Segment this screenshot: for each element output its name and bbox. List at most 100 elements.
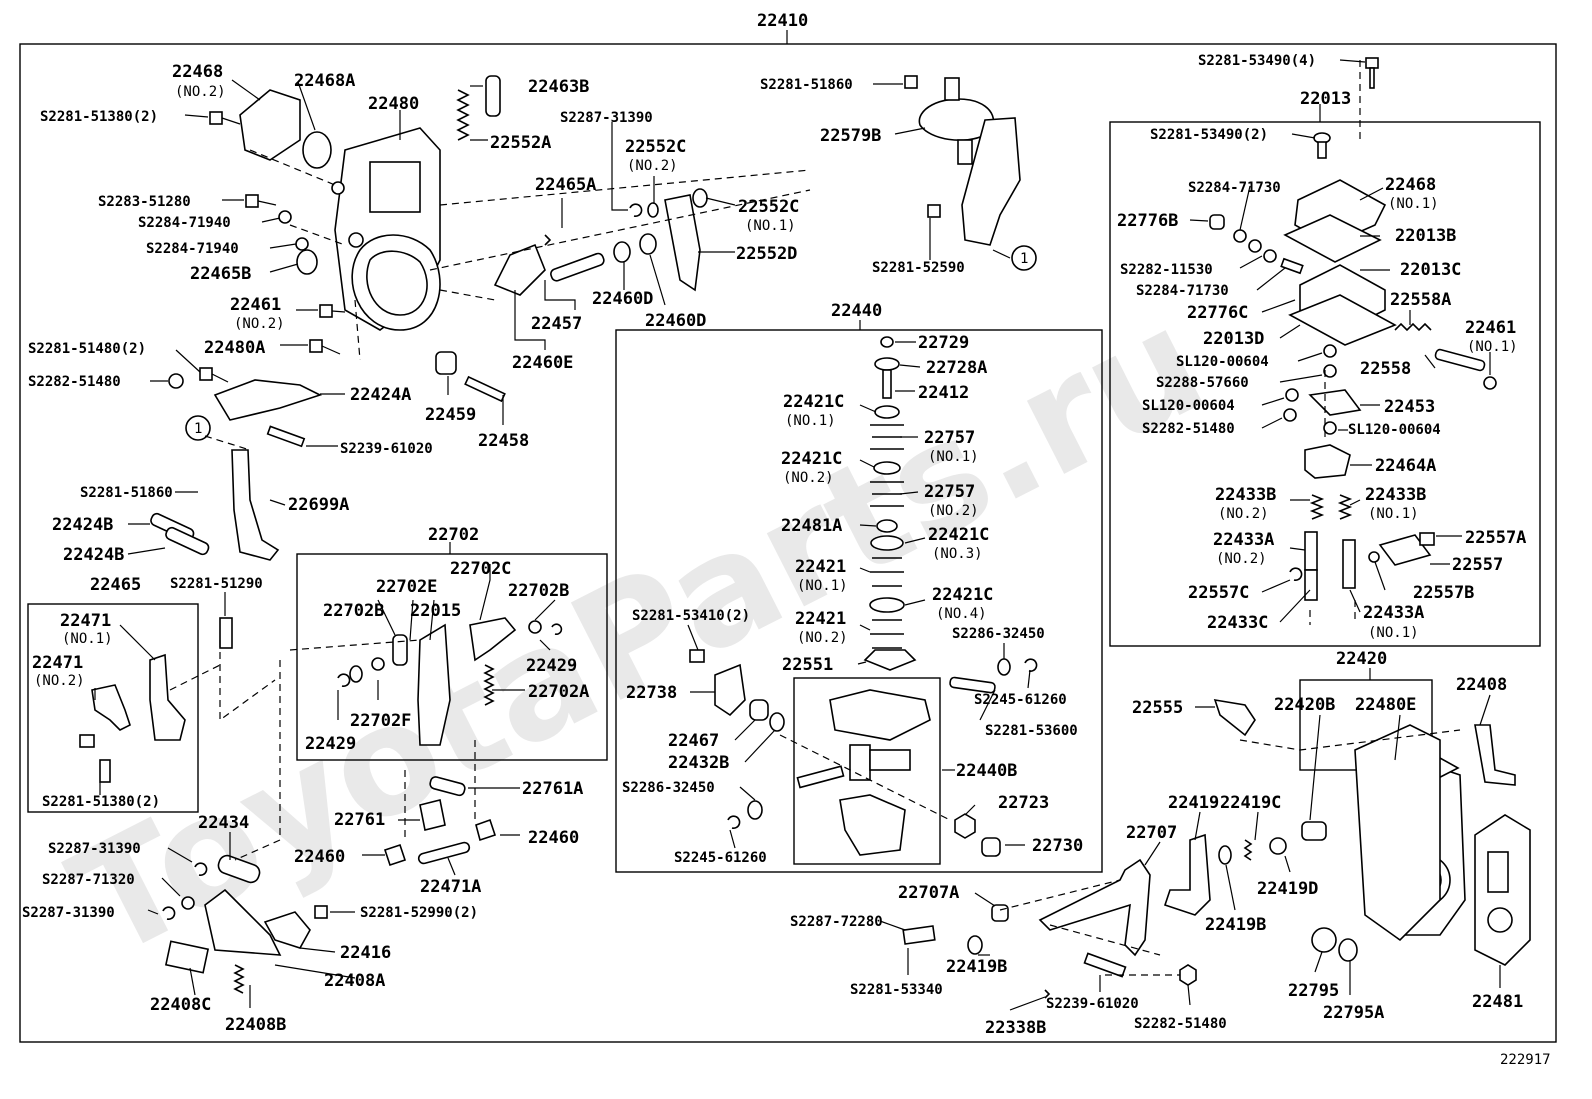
frame-22702 xyxy=(296,553,608,761)
label-22433B-no2-note: (NO.2) xyxy=(1218,506,1269,522)
label-22419C: 22419C xyxy=(1220,793,1281,813)
label-S2286-32450-b: S2286-32450 xyxy=(622,780,715,796)
label-22702F: 22702F xyxy=(350,711,411,731)
label-S2282-51480-a: S2282-51480 xyxy=(28,374,121,390)
label-22468-no2: 22468 xyxy=(172,62,223,82)
label-S2287-31390-c: S2287-31390 xyxy=(22,905,115,921)
label-22702B-a: 22702B xyxy=(508,581,569,601)
label-SL120-00604-b: SL120-00604 xyxy=(1142,398,1235,414)
label-22471-no1-note: (NO.1) xyxy=(62,631,113,647)
label-22424B-a: 22424B xyxy=(52,515,113,535)
label-22408C: 22408C xyxy=(150,995,211,1015)
label-22421-no2: 22421 xyxy=(795,609,846,629)
label-22424A: 22424A xyxy=(350,385,411,405)
label-22468-no1: 22468 xyxy=(1385,175,1436,195)
gasket-22480E xyxy=(1354,724,1441,942)
label-22419: 22419 xyxy=(1168,793,1219,813)
label-22467: 22467 xyxy=(668,731,719,751)
leader-lines xyxy=(94,59,1501,1011)
cam-22738 xyxy=(714,663,746,717)
label-22579B: 22579B xyxy=(820,126,881,146)
label-22420B: 22420B xyxy=(1274,695,1335,715)
label-S2281-52590: S2281-52590 xyxy=(872,260,965,276)
label-S2281-53600: S2281-53600 xyxy=(985,723,1078,739)
lever-22699A xyxy=(231,449,280,561)
label-22465A: 22465A xyxy=(535,175,596,195)
label-22776B: 22776B xyxy=(1117,211,1178,231)
label-22461-no1: 22461 xyxy=(1465,318,1516,338)
spring-22558A xyxy=(1394,322,1432,332)
label-22729: 22729 xyxy=(918,333,969,353)
label-22761: 22761 xyxy=(334,810,385,830)
label-22434: 22434 xyxy=(198,813,249,833)
label-22458: 22458 xyxy=(478,431,529,451)
label-22013B: 22013B xyxy=(1395,226,1456,246)
lever-22471-no1 xyxy=(149,653,186,741)
label-S2281-51860-a: S2281-51860 xyxy=(760,77,853,93)
plate-22419 xyxy=(1163,833,1211,916)
label-22419B-a: 22419B xyxy=(1205,915,1266,935)
gasket-22013D xyxy=(1288,294,1397,346)
pin-s2281-53600 xyxy=(949,676,996,694)
label-22408A: 22408A xyxy=(324,971,385,991)
label-22412: 22412 xyxy=(918,383,969,403)
label-22013C: 22013C xyxy=(1400,260,1461,280)
lever-22471-no2 xyxy=(91,684,131,731)
label-22433A-no1-note: (NO.1) xyxy=(1368,625,1419,641)
label-22723: 22723 xyxy=(998,793,1049,813)
label-22552C-no2: 22552C xyxy=(625,137,686,157)
plate-22552D xyxy=(664,194,701,292)
label-22557C: 22557C xyxy=(1188,583,1249,603)
label-S2281-52990-2: S2281-52990(2) xyxy=(360,905,478,921)
label-22416: 22416 xyxy=(340,943,391,963)
spring-stack-22440 xyxy=(863,336,917,671)
alignment-lines xyxy=(169,60,1461,976)
label-22557: 22557 xyxy=(1452,555,1503,575)
bracket-22408 xyxy=(1474,724,1516,786)
label-22702B-b: 22702B xyxy=(323,601,384,621)
label-22432B: 22432B xyxy=(668,753,729,773)
spring-22408B xyxy=(233,964,245,994)
label-22702: 22702 xyxy=(428,525,479,545)
shaft-22471A xyxy=(417,841,471,865)
label-22408: 22408 xyxy=(1456,675,1507,695)
bolt-s2239 xyxy=(266,425,306,448)
label-22555: 22555 xyxy=(1132,698,1183,718)
label-22728A: 22728A xyxy=(926,358,987,378)
label-22471-no2-note: (NO.2) xyxy=(34,673,85,689)
label-S2284-71730-b: S2284-71730 xyxy=(1136,283,1229,299)
label-22421C-no4-note: (NO.4) xyxy=(936,606,987,622)
label-22433A-no2: 22433A xyxy=(1213,530,1274,550)
label-S2282-51480-c: S2282-51480 xyxy=(1134,1016,1227,1032)
label-S2288-57660: S2288-57660 xyxy=(1156,375,1249,391)
bracket-22440B xyxy=(829,689,931,856)
assembly-number: 22410 xyxy=(757,11,808,31)
label-22460-b: 22460 xyxy=(294,847,345,867)
spring-22702A xyxy=(483,664,495,706)
label-22433C: 22433C xyxy=(1207,613,1268,633)
label-22433B-no1-note: (NO.1) xyxy=(1368,506,1419,522)
pins-22424B xyxy=(150,512,210,556)
label-S2239-61020-a: S2239-61020 xyxy=(340,441,433,457)
label-S2282-11530: S2282-11530 xyxy=(1120,262,1213,278)
label-SL120-00604-c: SL120-00604 xyxy=(1348,422,1441,438)
frame-22013 xyxy=(1109,121,1541,647)
label-22702E-a: 22702E xyxy=(376,577,437,597)
label-22557A: 22557A xyxy=(1465,528,1526,548)
label-22419D: 22419D xyxy=(1257,879,1318,899)
label-22757-no1: 22757 xyxy=(924,428,975,448)
label-S2245-61260-a: S2245-61260 xyxy=(974,692,1067,708)
label-22480A: 22480A xyxy=(204,338,265,358)
label-22421C-no2: 22421C xyxy=(781,449,842,469)
label-22557B: 22557B xyxy=(1413,583,1474,603)
shaft-22457 xyxy=(550,252,605,282)
label-22738: 22738 xyxy=(626,683,677,703)
label-22453: 22453 xyxy=(1384,397,1435,417)
pin-22761A xyxy=(429,776,466,797)
label-S2281-51860-b: S2281-51860 xyxy=(80,485,173,501)
label-22757-no2-note: (NO.2) xyxy=(928,503,979,519)
gasket-22013B xyxy=(1283,214,1382,263)
label-22460: 22460 xyxy=(528,828,579,848)
label-S2281-53490-2: S2281-53490(2) xyxy=(1150,127,1268,143)
